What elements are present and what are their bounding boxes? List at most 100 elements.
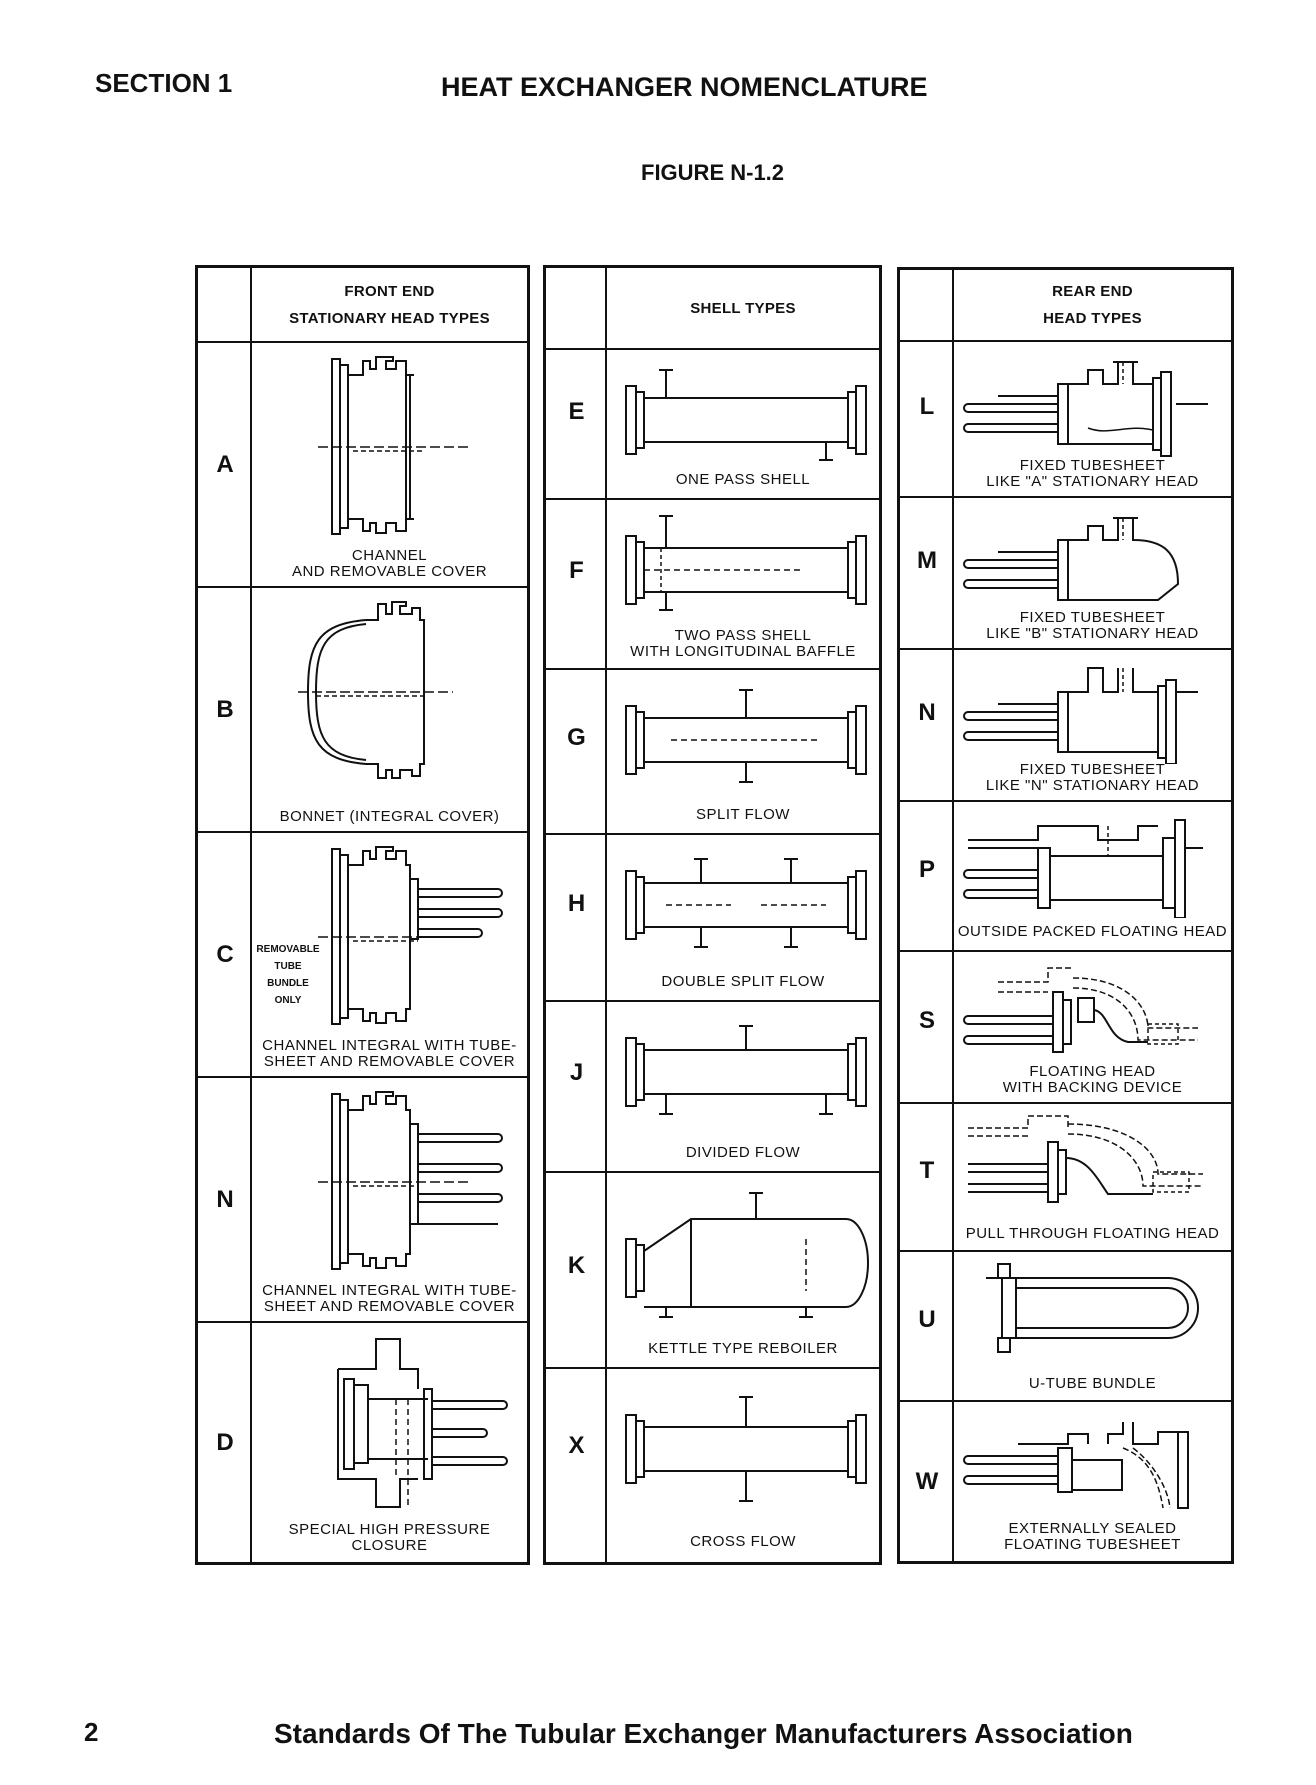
shell-types-header: SHELL TYPES — [546, 268, 879, 350]
rear-p-drawing — [958, 808, 1228, 918]
caption-line1: FLOATING HEAD — [1029, 1063, 1156, 1080]
type-letter: K — [567, 1252, 586, 1280]
type-letter: B — [216, 695, 234, 723]
rear-end-column: REAR END HEAD TYPES L FIXED TUBESHEET LI… — [897, 267, 1234, 1564]
rear-m-drawing — [958, 504, 1228, 612]
rear-s-drawing — [958, 958, 1228, 1066]
rear-end-type-m: M FIXED TUBESHEET LIKE "B" STATIONARY HE… — [900, 498, 1231, 650]
caption-line1: PULL THROUGH FLOATING HEAD — [965, 1225, 1220, 1242]
front-end-title-line1: FRONT END — [344, 282, 435, 300]
rear-end-title-line2: HEAD TYPES — [1043, 310, 1142, 327]
front-d-drawing — [308, 1329, 518, 1524]
shell-f-drawing — [621, 506, 871, 616]
type-letter: F — [569, 556, 584, 584]
caption-line1: U-TUBE BUNDLE — [1028, 1375, 1157, 1392]
caption-line1: DIVIDED FLOW — [685, 1144, 801, 1161]
type-letter: C — [216, 940, 234, 968]
caption-line1: FIXED TUBESHEET — [1019, 609, 1166, 626]
front-end-title-line2: STATIONARY HEAD TYPES — [289, 309, 490, 327]
rear-n-drawing — [958, 656, 1228, 764]
front-end-type-a: A CHANNEL AND REMOVABLE COVER — [198, 343, 527, 588]
caption-line2: AND REMOVABLE COVER — [291, 563, 488, 580]
shell-j-drawing — [621, 1008, 871, 1123]
rear-end-type-p: P OUTSIDE PACKED FLOATING HEAD — [900, 802, 1231, 952]
caption-line1: ONE PASS SHELL — [675, 471, 811, 488]
front-a-drawing — [318, 349, 468, 544]
caption-line1: CROSS FLOW — [690, 1533, 796, 1550]
shell-types-column: SHELL TYPES E ONE PASS SHELL F — [543, 265, 882, 1565]
shell-types-title: SHELL TYPES — [690, 299, 796, 317]
caption-line2: FLOATING TUBESHEET — [1004, 1536, 1181, 1553]
shell-type-f: F TWO PASS SHELL WITH LONGITUDINAL BAFFL… — [546, 500, 879, 670]
type-letter: D — [216, 1428, 234, 1456]
section-label: SECTION 1 — [95, 68, 233, 98]
type-letter: A — [216, 450, 234, 478]
caption-line2: LIKE "N" STATIONARY HEAD — [985, 777, 1200, 794]
rear-end-type-l: L FIXED TUBESHEET LIKE "A" STATIONARY HE… — [900, 342, 1231, 498]
front-end-header: FRONT END STATIONARY HEAD TYPES — [198, 268, 527, 343]
figure-title: FIGURE N-1.2 — [641, 160, 785, 185]
caption-line1: CHANNEL INTEGRAL WITH TUBE- — [262, 1037, 517, 1054]
caption-line2: WITH BACKING DEVICE — [1002, 1079, 1183, 1096]
caption-line2: LIKE "B" STATIONARY HEAD — [986, 625, 1199, 642]
shell-type-h: H DOUBLE SPLIT FLOW — [546, 835, 879, 1002]
caption-line1: BONNET (INTEGRAL COVER) — [279, 808, 500, 825]
front-end-type-b: B BONNET (INTEGRAL COVER) — [198, 588, 527, 833]
caption-line1: EXTERNALLY SEALED — [1008, 1520, 1177, 1537]
caption-line2: WITH LONGITUDINAL BAFFLE — [630, 643, 856, 660]
rear-end-type-n: N FIXED TUBESHEET LIKE "N" STATIONARY HE… — [900, 650, 1231, 802]
caption-line2: LIKE "A" STATIONARY HEAD — [986, 473, 1199, 490]
type-letter: P — [918, 856, 935, 884]
caption-line2: SHEET AND REMOVABLE COVER — [263, 1298, 516, 1315]
rear-l-drawing — [958, 348, 1228, 460]
caption-line1: SPECIAL HIGH PRESSURE CLOSURE — [288, 1521, 491, 1554]
shell-k-drawing — [621, 1179, 871, 1319]
type-letter: J — [569, 1058, 584, 1086]
type-letter: H — [567, 890, 586, 918]
type-letter: M — [917, 547, 937, 574]
rear-u-drawing — [958, 1258, 1228, 1366]
shell-type-k: K KETTLE TYPE REBOILER — [546, 1173, 879, 1369]
rear-end-header: REAR END HEAD TYPES — [900, 270, 1231, 342]
shell-x-drawing — [621, 1375, 871, 1515]
rear-end-type-u: U U-TUBE BUNDLE — [900, 1252, 1231, 1402]
rear-end-title-line1: REAR END — [1052, 283, 1133, 300]
rear-end-type-s: S FLOATING HEAD WITH BACKING DEVICE — [900, 952, 1231, 1104]
front-n-drawing — [318, 1084, 523, 1279]
front-c-drawing — [318, 839, 523, 1034]
rear-t-drawing — [958, 1110, 1228, 1218]
front-end-type-d: D SPECIAL HIGH PRESSURE CLOSURE — [198, 1323, 527, 1562]
caption-line1: SPLIT FLOW — [696, 806, 790, 823]
caption-line1: FIXED TUBESHEET — [1019, 761, 1166, 778]
type-letter: S — [918, 1007, 935, 1034]
caption-line1: CHANNEL INTEGRAL WITH TUBE- — [262, 1282, 517, 1299]
type-letter: G — [567, 724, 586, 752]
caption-line1: OUTSIDE PACKED FLOATING HEAD — [957, 923, 1228, 940]
type-letter: L — [919, 392, 935, 420]
caption-line2: SHEET AND REMOVABLE COVER — [263, 1053, 516, 1070]
type-letter: X — [568, 1432, 585, 1460]
rear-w-drawing — [958, 1408, 1228, 1518]
type-letter: T — [919, 1157, 935, 1185]
shell-h-drawing — [621, 841, 871, 956]
removable-bundle-note: REMOVABLE TUBE BUNDLE ONLY — [256, 944, 320, 1006]
shell-e-drawing — [621, 356, 871, 466]
rear-end-type-t: T PULL THROUGH FLOATING HEAD — [900, 1104, 1231, 1252]
shell-g-drawing — [621, 676, 871, 791]
shell-type-g: G SPLIT FLOW — [546, 670, 879, 835]
footer-text: Standards Of The Tubular Exchanger Manuf… — [274, 1718, 1133, 1749]
type-letter: E — [568, 398, 585, 426]
rear-end-type-w: W EXTERNALLY SEALED FLOATING TUBESHEET — [900, 1402, 1231, 1561]
front-end-type-n: N CHANNEL INTEGRAL WITH TUBE- SHEET AND … — [198, 1078, 527, 1323]
type-letter: U — [918, 1306, 936, 1334]
caption-line1: DOUBLE SPLIT FLOW — [661, 973, 825, 990]
shell-type-e: E ONE PASS SHELL — [546, 350, 879, 500]
type-letter: N — [216, 1185, 234, 1213]
type-letter: W — [915, 1467, 939, 1495]
caption-line1: FIXED TUBESHEET — [1019, 457, 1166, 474]
front-b-drawing — [288, 594, 458, 789]
caption-line1: KETTLE TYPE REBOILER — [648, 1340, 838, 1357]
caption-line1: CHANNEL — [351, 547, 428, 564]
shell-type-x: X CROSS FLOW — [546, 1369, 879, 1562]
front-end-type-c: C REMOVABLE TUBE BUNDLE ONLY CHANNEL INT… — [198, 833, 527, 1078]
